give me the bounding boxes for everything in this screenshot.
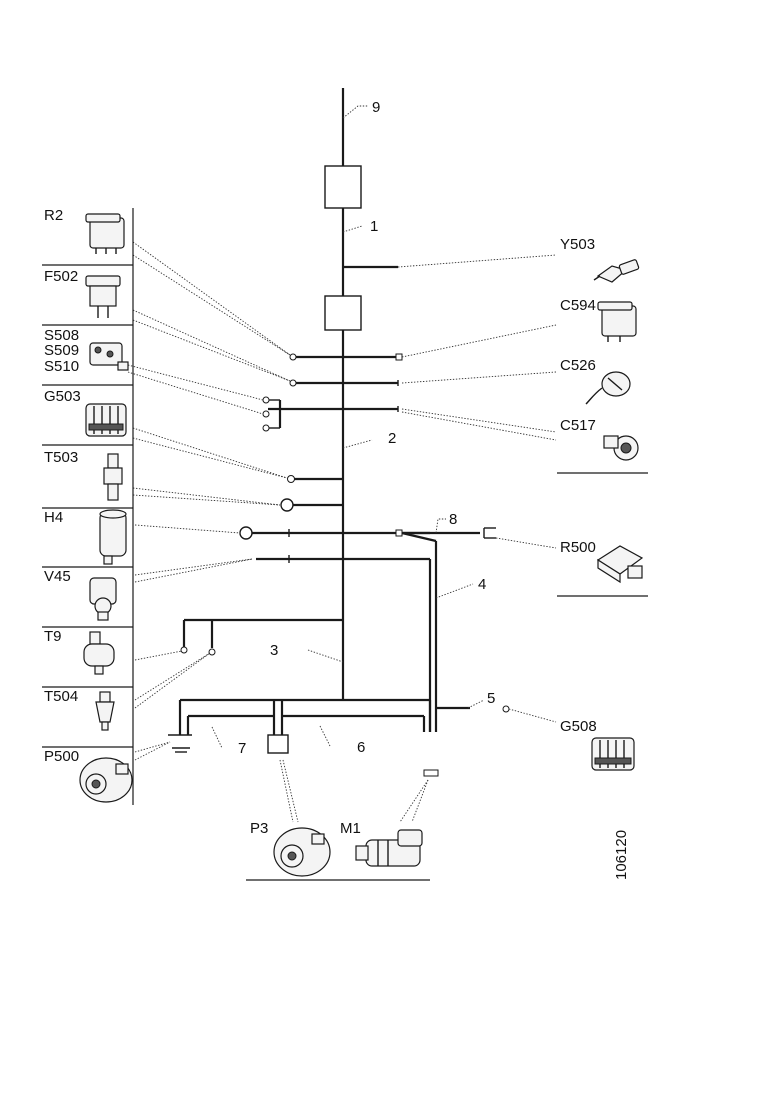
label-s509: S509 [44, 342, 79, 359]
label-s510: S510 [44, 358, 79, 375]
c517-socket-icon [603, 435, 639, 461]
v45-valve-icon [89, 577, 117, 621]
label-c526: C526 [560, 357, 596, 374]
label-p500: P500 [44, 748, 79, 765]
r500-relay-icon [596, 545, 644, 584]
harness-number-3: 3 [270, 642, 278, 659]
harness-number-labels: 9 1 2 3 4 5 6 7 8 [238, 99, 495, 757]
label-p3: P3 [250, 820, 268, 837]
h4-cylinder-icon [99, 509, 127, 565]
s508-switch-icon [89, 342, 129, 371]
harness-number-6: 6 [357, 739, 365, 756]
t504-sensor-icon [95, 691, 115, 731]
label-s508: S508 [44, 327, 79, 344]
label-y503: Y503 [560, 236, 595, 253]
t9-pressure-sensor-icon [83, 631, 115, 675]
harness-number-1: 1 [370, 218, 378, 235]
label-c594: C594 [560, 297, 596, 314]
harness-number-5: 5 [487, 690, 495, 707]
left-branches [239, 353, 496, 732]
harness-number-8: 8 [449, 511, 457, 528]
label-g508: G508 [560, 718, 597, 735]
m1-starter-motor-icon [355, 829, 423, 867]
f502-fuse-icon [85, 275, 121, 318]
label-f502: F502 [44, 268, 78, 285]
label-r2: R2 [44, 207, 63, 224]
component-labels: R2 F502 S508 S509 S510 G503 T503 H4 V45 … [44, 207, 597, 837]
harness-number-9: 9 [372, 99, 380, 116]
right-branches [268, 265, 403, 412]
harness-number-2: 2 [388, 430, 396, 447]
g503-ground-block-icon [85, 403, 127, 437]
c526-lamp-icon [585, 371, 631, 405]
bottom-distribution [168, 698, 510, 777]
label-c517: C517 [560, 417, 596, 434]
label-h4: H4 [44, 509, 63, 526]
label-t9: T9 [44, 628, 62, 645]
trunk-connector-upper [324, 165, 362, 209]
label-r500: R500 [560, 539, 596, 556]
label-g503: G503 [44, 388, 81, 405]
leader-lines [127, 105, 557, 823]
c594-relay-icon [597, 301, 637, 342]
t503-sensor-icon [103, 453, 123, 501]
r2-relay-icon [85, 213, 125, 254]
trunk-connector-middle [324, 295, 362, 331]
label-t504: T504 [44, 688, 78, 705]
label-m1: M1 [340, 820, 361, 837]
label-t503: T503 [44, 449, 78, 466]
y503-terminal-icon [593, 259, 640, 283]
harness-number-4: 4 [478, 576, 486, 593]
t9-branch [180, 618, 343, 656]
label-v45: V45 [44, 568, 71, 585]
p500-alternator-icon [79, 757, 133, 803]
p3-alternator-icon [273, 827, 331, 877]
main-trunk [324, 88, 362, 700]
figure-id: 106120 [613, 830, 630, 880]
g508-ground-block-icon [591, 737, 635, 771]
harness-number-7: 7 [238, 740, 246, 757]
separators [42, 208, 648, 881]
